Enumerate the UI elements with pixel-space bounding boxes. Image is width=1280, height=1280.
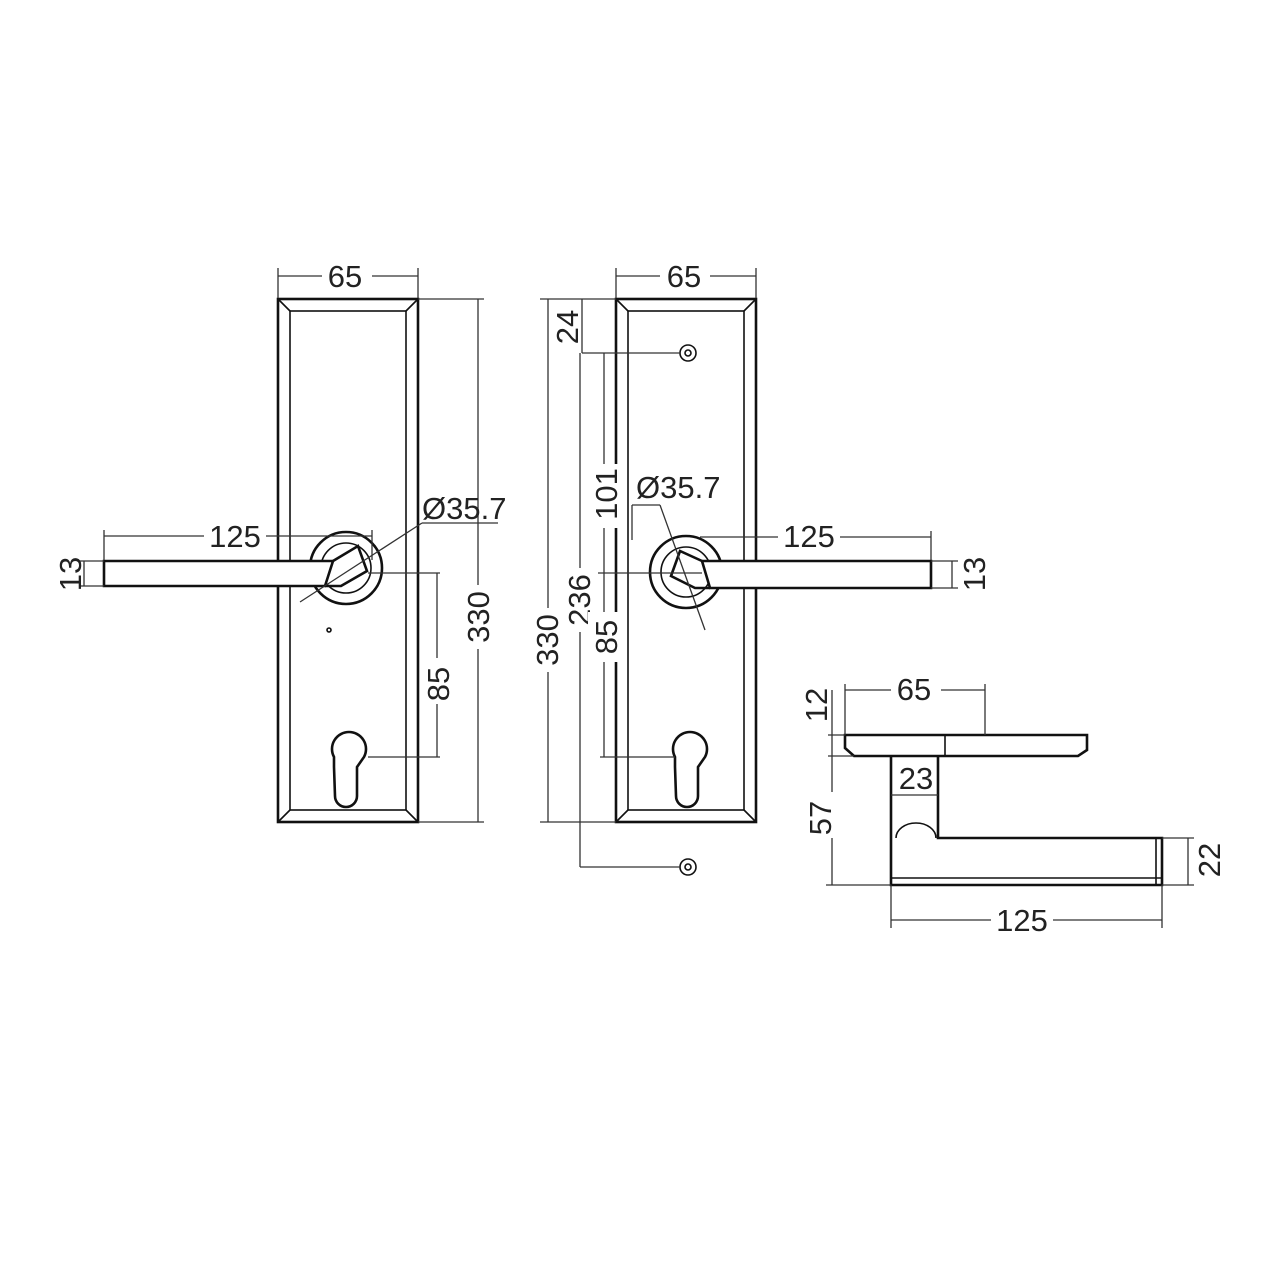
- side-projection-dimension: 57: [803, 768, 891, 886]
- left-rose-diameter-dimension: Ø35.7: [299, 491, 506, 603]
- left-width-dimension: 65: [277, 258, 419, 298]
- left-height-dimension: 330: [418, 298, 496, 823]
- left-screw-mark: [326, 627, 332, 633]
- side-plate-thickness-dimension: 12: [799, 688, 854, 768]
- side-lever-length-label: 125: [996, 903, 1048, 938]
- side-lever-body: [889, 756, 1164, 887]
- right-height-dimension: 330: [530, 298, 616, 823]
- right-screw-handle-dimension: 101: [588, 353, 702, 574]
- side-lever-grip: [895, 822, 937, 839]
- left-height-label: 330: [461, 591, 496, 643]
- side-lever-offset-label: 23: [899, 761, 933, 796]
- right-lever-neck: [669, 549, 710, 590]
- right-height-label: 330: [530, 614, 565, 666]
- side-plate-width-label: 65: [897, 672, 931, 707]
- side-lever-length-dimension: 125: [890, 885, 1163, 938]
- right-screw-handle-label: 101: [589, 468, 624, 520]
- right-lever-thickness-dimension: 13: [931, 557, 992, 591]
- right-lever: [700, 559, 933, 590]
- right-bevel-corners: [615, 298, 757, 823]
- right-top-screw-dimension: 24: [550, 299, 680, 354]
- left-lever-neck: [325, 544, 369, 588]
- right-rose-diameter-label: Ø35.7: [636, 470, 720, 505]
- right-width-label: 65: [667, 259, 701, 294]
- side-plate-thickness-label: 12: [799, 688, 834, 722]
- left-bevel-corners: [277, 298, 419, 823]
- right-width-dimension: 65: [615, 258, 757, 298]
- left-keyhole: [330, 730, 368, 809]
- right-lever-thickness-label: 13: [957, 557, 992, 591]
- left-lever: [102, 559, 335, 588]
- right-keyhole-distance-label: 85: [589, 620, 624, 654]
- side-plate-width-dimension: 65: [844, 672, 986, 735]
- right-bottom-screw-icon: [679, 858, 697, 876]
- left-lever-thickness-label: 13: [53, 557, 88, 591]
- right-top-screw-label: 24: [550, 310, 585, 344]
- left-rose-diameter-label: Ø35.7: [422, 491, 506, 526]
- left-front-view: 65 330 125 13 Ø35.7: [53, 258, 506, 824]
- right-lever-length-dimension: 125: [700, 519, 932, 560]
- right-keyhole: [671, 730, 709, 809]
- right-front-view: 65 330 24 236 101: [530, 258, 992, 876]
- left-lever-length-label: 125: [209, 519, 261, 554]
- left-keyhole-distance-dimension: 85: [368, 572, 456, 758]
- right-lever-length-label: 125: [783, 519, 835, 554]
- left-keyhole-distance-label: 85: [421, 667, 456, 701]
- side-projection-label: 57: [803, 801, 838, 835]
- side-plate: [843, 733, 1089, 758]
- left-width-label: 65: [328, 259, 362, 294]
- side-lever-height-dimension: 22: [1162, 837, 1227, 886]
- right-screw-spacing-dimension: 236: [562, 353, 680, 868]
- side-lever-offset-dimension: 23: [891, 761, 938, 796]
- side-lever-height-label: 22: [1192, 843, 1227, 877]
- right-keyhole-distance-dimension: 85: [588, 573, 675, 758]
- left-lever-thickness-dimension: 13: [53, 557, 104, 591]
- side-view: 65 12 57 23 125: [799, 672, 1227, 938]
- left-lever-length-dimension: 125: [103, 518, 373, 560]
- right-rose-diameter-dimension: Ø35.7: [631, 470, 720, 631]
- right-top-screw-icon: [679, 344, 697, 362]
